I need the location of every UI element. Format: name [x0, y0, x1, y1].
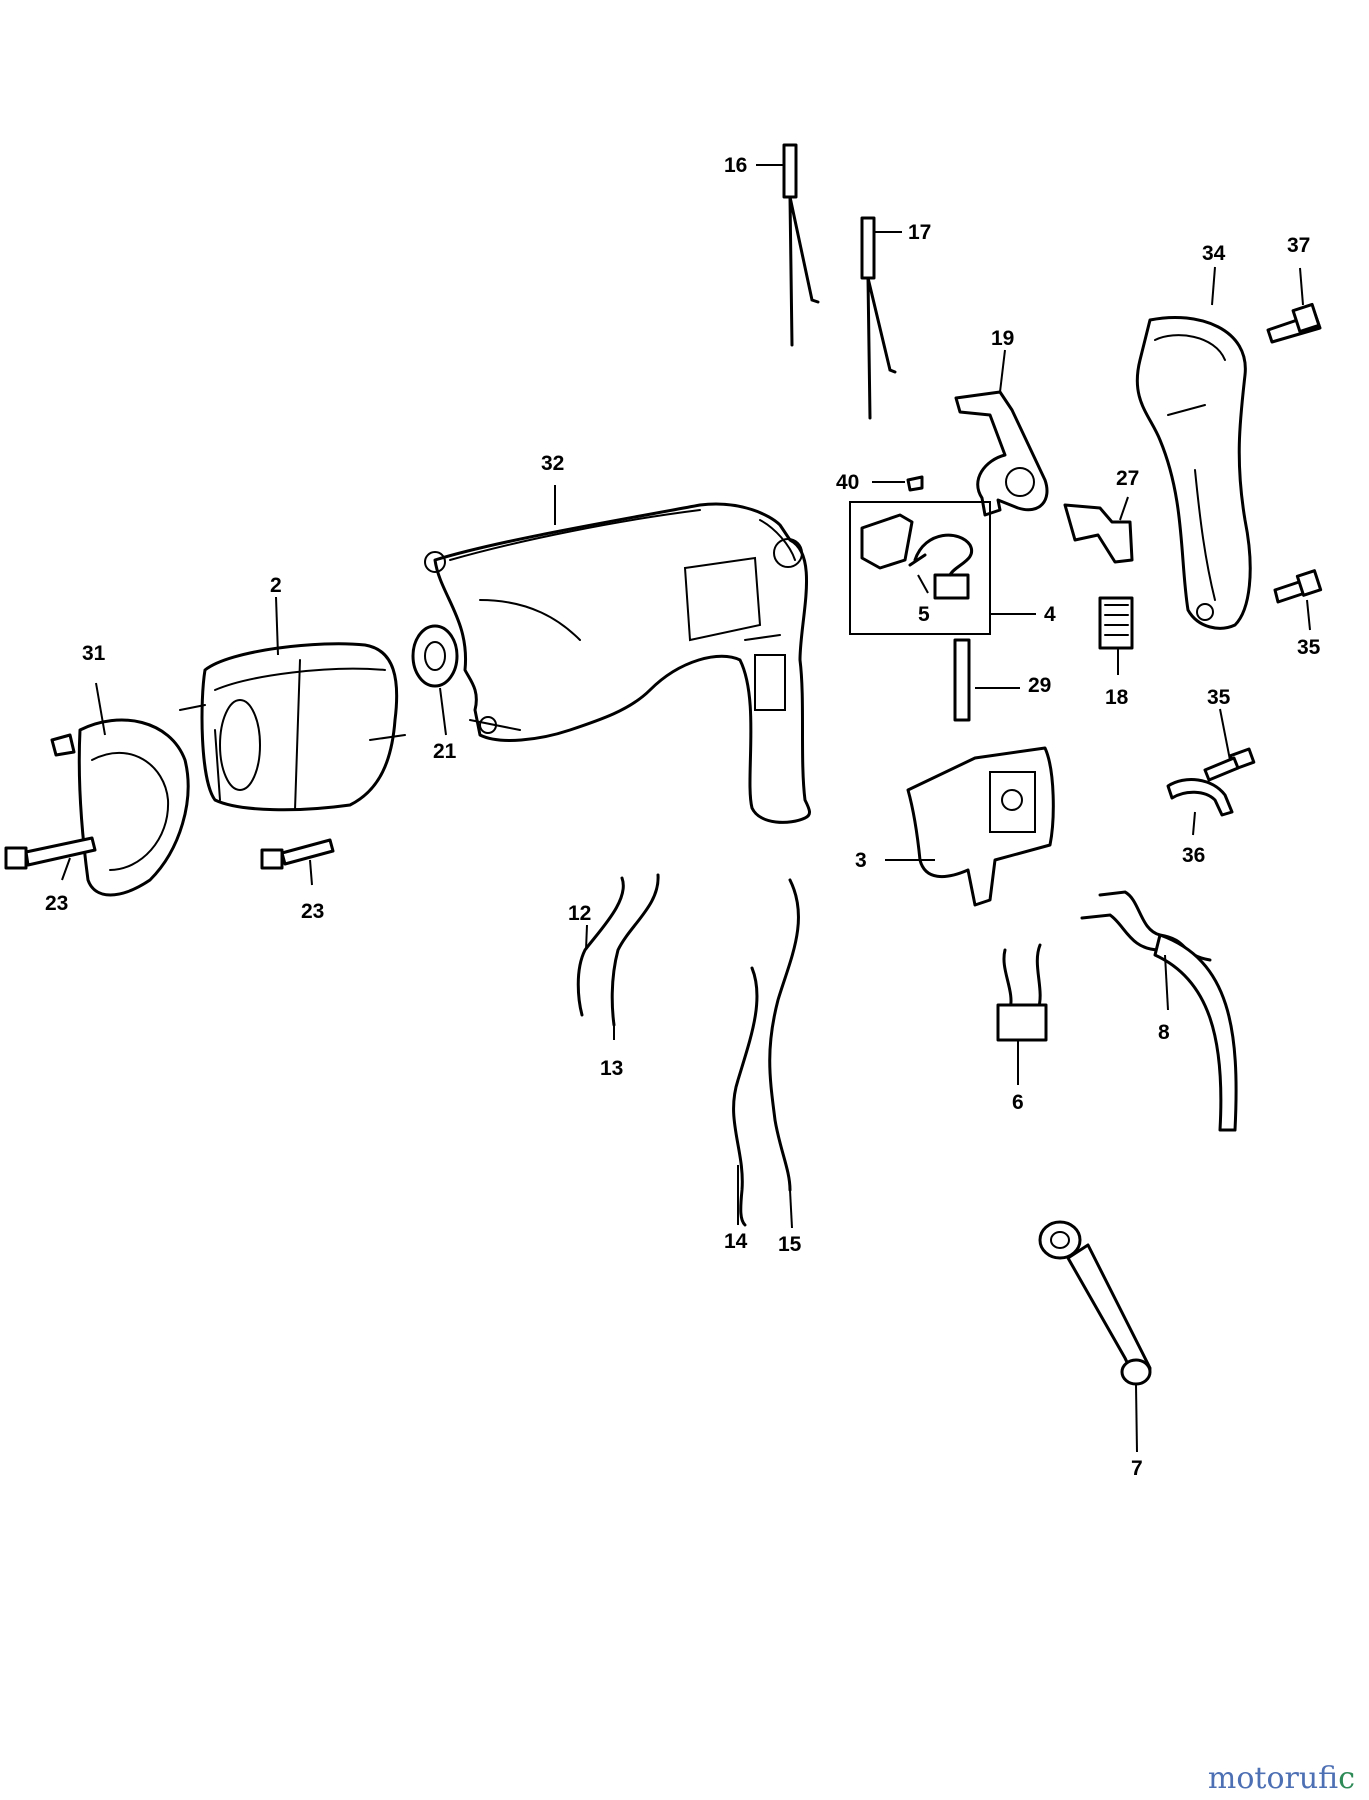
part-31-fan-baffle [50, 718, 190, 897]
callout-32: 32 [541, 452, 564, 475]
callout-21: 21 [433, 740, 457, 763]
callout-8: 8 [1158, 1021, 1170, 1044]
callout-7: 7 [1131, 1457, 1143, 1480]
callout-5: 5 [918, 603, 930, 626]
callout-6: 6 [1012, 1091, 1024, 1114]
callout-18: 18 [1105, 686, 1129, 709]
part-29-terminal-strip [953, 638, 971, 722]
leader-lines [61, 164, 1311, 1453]
part-12-wire [576, 876, 625, 1017]
callout-37: 37 [1287, 234, 1310, 257]
part-21-bearing [411, 624, 459, 688]
part-6-suppressor [996, 943, 1048, 1042]
part-15-wire [768, 878, 800, 1192]
part-13-wire [610, 873, 660, 1027]
callout-19: 19 [991, 327, 1014, 350]
part-23-screw-right [260, 838, 335, 870]
callout-13: 13 [600, 1057, 623, 1080]
callout-3: 3 [855, 849, 867, 872]
part-3-switch [906, 746, 1055, 907]
callout-2: 2 [270, 574, 282, 597]
callout-29: 29 [1028, 674, 1051, 697]
callout-34: 34 [1202, 242, 1226, 265]
callout-12: 12 [568, 902, 591, 925]
part-17-cable-sleeve [860, 216, 897, 420]
callout-35-upper: 35 [1297, 636, 1321, 659]
callout-36: 36 [1182, 844, 1205, 867]
part-34-rear-handle [1135, 315, 1252, 630]
part-27-terminal [1063, 503, 1134, 564]
callout-31: 31 [82, 642, 106, 665]
callout-17: 17 [908, 221, 931, 244]
callout-14: 14 [724, 1230, 748, 1253]
watermark-logo: motorufic [1207, 1761, 1355, 1796]
part-14-wire [732, 966, 759, 1227]
part-16-cable-sleeve [782, 143, 820, 347]
part-23-screw-left [4, 836, 97, 870]
part-18-brush-block [1098, 596, 1134, 650]
part-35-screw-upper [1273, 569, 1323, 604]
callout-23-left: 23 [45, 892, 68, 915]
part-36-cord-clamp [1166, 778, 1234, 817]
part-7-side-handle [1038, 1220, 1152, 1386]
part-37-screw [1266, 302, 1322, 344]
part-8-power-cord [1080, 890, 1238, 1132]
callout-27: 27 [1116, 467, 1139, 490]
callout-15: 15 [778, 1233, 802, 1256]
callout-35-lower: 35 [1207, 686, 1231, 709]
callout-23-right: 23 [301, 900, 324, 923]
callout-40: 40 [836, 471, 859, 494]
part-4-brush-kit [849, 501, 991, 635]
part-2-stator [179, 642, 406, 812]
part-19-bracket [954, 390, 1049, 517]
part-35-screw-lower [1203, 747, 1256, 782]
callout-4: 4 [1044, 603, 1056, 626]
part-32-motor-housing [424, 502, 811, 824]
part-40-screw [906, 475, 924, 492]
callout-16: 16 [724, 154, 747, 177]
